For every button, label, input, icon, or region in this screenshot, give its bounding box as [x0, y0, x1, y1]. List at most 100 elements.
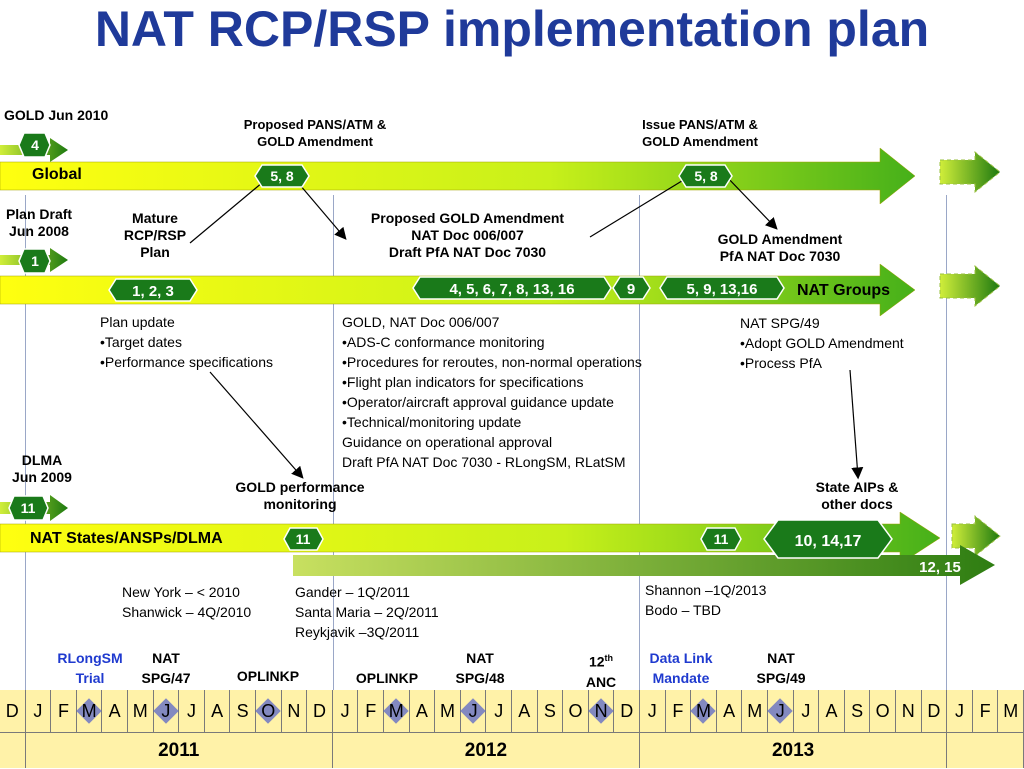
label-gold-performance: GOLD performance monitoring [235, 479, 365, 512]
svg-text:1, 2, 3: 1, 2, 3 [132, 283, 174, 300]
month-cell: S [537, 690, 564, 732]
milestone-spg49: NAT SPG/49 [756, 650, 806, 686]
note-line: Shanwick – 4Q/2010 [122, 604, 252, 620]
month-cell: A [819, 690, 845, 732]
track-label-nat-states: NAT States/ANSPs/DLMA [30, 530, 223, 547]
badge-nat-d: 5, 9, 13,16 [659, 276, 785, 300]
note-head: NAT SPG/49 [740, 315, 820, 331]
svg-text:11: 11 [296, 531, 311, 547]
note-item: Procedures for reroutes, non-normal oper… [342, 352, 642, 372]
month-cell: M [742, 690, 768, 732]
note-line: Bodo – TBD [645, 602, 722, 618]
month-cell: A [409, 690, 436, 732]
month-cell: A [102, 690, 128, 732]
note-plan-update: Plan update Target dates Performance spe… [100, 312, 273, 372]
svg-text:10, 14,17: 10, 14,17 [795, 533, 862, 550]
badge-states-c: 10, 14,17 [763, 519, 893, 559]
badge-track1-start: 4 [18, 132, 51, 158]
badge-global-left: 5, 8 [254, 164, 310, 188]
badge-nat-c: 9 [612, 276, 651, 300]
label-proposed-pans: Proposed PANS/ATM & GOLD Amendment [243, 117, 387, 149]
month-cell: M [435, 690, 461, 732]
month-cell: O [255, 690, 282, 732]
note-item: Adopt GOLD Amendment [740, 333, 904, 353]
month-cell: S [844, 690, 871, 732]
track-arrows: 4 1 11 5, 8 5, 8 1, 2, 3 4, 5, 6, 7, 8, … [0, 132, 1001, 585]
label-state-aips: State AIPs & other docs [815, 479, 899, 512]
year-cell [0, 732, 26, 768]
year-cell: 2013 [640, 732, 948, 768]
month-cell: A [204, 690, 231, 732]
track-start-label-global: GOLD Jun 2010 [4, 107, 109, 123]
badge-states-a: 11 [283, 527, 324, 551]
month-cell: J [793, 690, 820, 732]
svg-text:9: 9 [627, 281, 635, 298]
month-cell: A [716, 690, 743, 732]
year-cell [947, 732, 1024, 768]
badge-extra: 12, 15 [919, 559, 961, 576]
month-cell: M [383, 690, 410, 732]
note-line: Gander – 1Q/2011 [295, 584, 410, 600]
year-divider [25, 195, 26, 690]
label-mature-plan: Mature RCP/RSP Plan [123, 210, 187, 260]
month-cell: A [512, 690, 538, 732]
badge-text: 11 [21, 500, 36, 516]
month-cell: N [896, 690, 922, 732]
note-states-left: New York – < 2010 Shanwick – 4Q/2010 [122, 582, 251, 622]
svg-text:5, 9, 13,16: 5, 9, 13,16 [687, 281, 758, 298]
badge-track2-start: 1 [18, 248, 51, 274]
global-arrow [0, 138, 1001, 205]
svg-text:4, 5, 6, 7, 8, 13, 16: 4, 5, 6, 7, 8, 13, 16 [449, 281, 574, 298]
year-divider [333, 195, 334, 690]
month-cell: F [972, 690, 999, 732]
note-tail: Guidance on operational approval [342, 434, 553, 450]
month-cell: F [51, 690, 77, 732]
track-start-label-nat: Plan Draft Jun 2008 [5, 206, 73, 239]
milestone-datalink: Data Link Mandate [649, 650, 713, 686]
month-cell: M [998, 690, 1024, 732]
month-cell: M [690, 690, 717, 732]
note-line: New York – < 2010 [122, 584, 240, 600]
svg-text:5, 8: 5, 8 [270, 168, 294, 184]
note-states-mid: Gander – 1Q/2011 Santa Maria – 2Q/2011 R… [295, 582, 439, 642]
year-cell: 2012 [332, 732, 640, 768]
note-line: Shannon –1Q/2013 [645, 582, 767, 598]
month-cell: D [614, 690, 640, 732]
note-item: Process PfA [740, 353, 904, 373]
label-issue-pans: Issue PANS/ATM & GOLD Amendment [642, 117, 758, 149]
note-item: Flight plan indicators for specification… [342, 372, 642, 392]
badge-text: 4 [31, 137, 39, 153]
month-cell: D [307, 690, 333, 732]
badge-nat-a: 1, 2, 3 [108, 278, 198, 302]
note-item: Operator/aircraft approval guidance upda… [342, 392, 642, 412]
year-divider [946, 195, 947, 690]
year-cell: 2011 [25, 732, 333, 768]
badge-nat-b: 4, 5, 6, 7, 8, 13, 16 [412, 276, 612, 300]
note-nat-spg49: NAT SPG/49 Adopt GOLD Amendment Process … [740, 313, 904, 373]
svg-text:11: 11 [714, 531, 729, 547]
month-cell: D [0, 690, 26, 732]
month-cell: J [332, 690, 359, 732]
svg-text:5, 8: 5, 8 [694, 168, 718, 184]
month-cell: J [179, 690, 205, 732]
note-line: Reykjavik –3Q/2011 [295, 624, 420, 640]
month-cell: F [358, 690, 384, 732]
note-item: Target dates [100, 332, 273, 352]
month-cell: M [76, 690, 103, 732]
note-item: ADS-C conformance monitoring [342, 332, 642, 352]
month-cell: J [947, 690, 973, 732]
badge-track3-start: 11 [8, 495, 49, 521]
note-item: Technical/monitoring update [342, 412, 642, 432]
note-tail: Draft PfA NAT Doc 7030 - RLongSM, RLatSM [342, 454, 626, 470]
month-cell: J [153, 690, 180, 732]
month-cell: M [128, 690, 154, 732]
milestone-spg48: NAT SPG/48 [455, 650, 505, 686]
month-cell: J [640, 690, 666, 732]
badge-states-b: 11 [700, 527, 742, 551]
label-proposed-gold: Proposed GOLD Amendment NAT Doc 006/007 … [370, 210, 565, 260]
note-line: Santa Maria – 2Q/2011 [295, 604, 439, 620]
month-cell: O [563, 690, 589, 732]
track-label-global: Global [32, 166, 82, 183]
